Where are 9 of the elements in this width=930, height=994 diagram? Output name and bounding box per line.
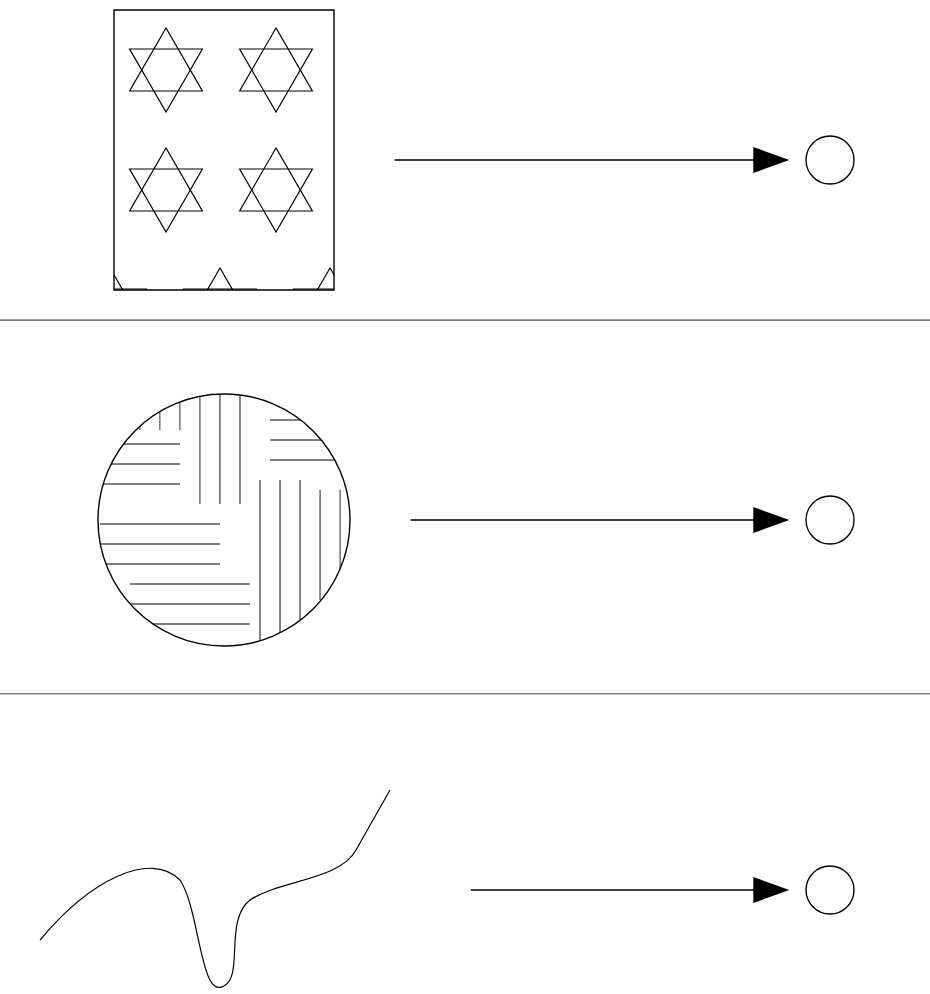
circle [805, 135, 855, 185]
curve-drawing [39, 789, 391, 989]
arrow [394, 147, 790, 173]
arrow [410, 507, 790, 533]
arrow [470, 877, 790, 903]
star-pattern-square [113, 9, 335, 291]
hatched-circle [97, 393, 351, 647]
circle [805, 495, 855, 545]
circle [805, 865, 855, 915]
